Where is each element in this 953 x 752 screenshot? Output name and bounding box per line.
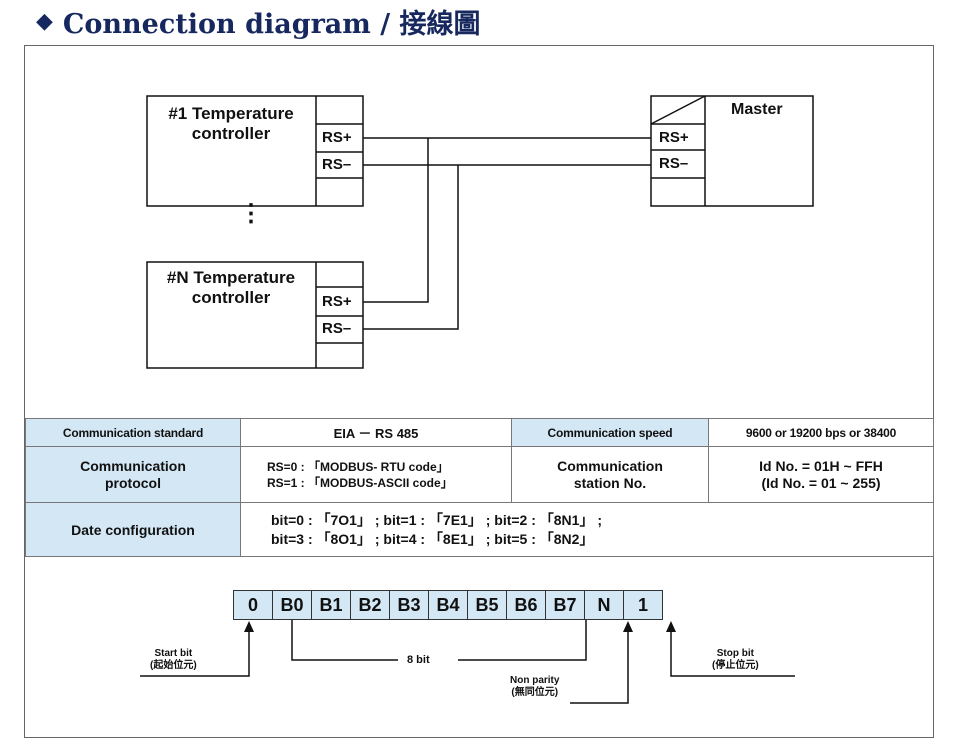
page-title: ◆ Connection diagram / 接線圖 <box>36 4 481 40</box>
master-rs-plus-label: RS+ <box>659 129 689 146</box>
controller-1-title-line2: controller <box>191 124 271 143</box>
frame-bit-b2: B2 <box>350 590 390 620</box>
rs-minus-drop-wire <box>363 165 459 330</box>
eight-bit-label: 8 bit <box>407 654 430 666</box>
spec-row-date-config: Date configuration bit=0 : 「7O1」 ; bit=1… <box>25 502 934 557</box>
master-rs-minus-label: RS– <box>659 155 689 172</box>
start-bit-label: Start bit <box>154 648 193 659</box>
date-config-label: Date configuration <box>25 502 241 557</box>
frame-bit-start: 0 <box>233 590 273 620</box>
frame-bit-b5: B5 <box>467 590 507 620</box>
controller-n-rs-plus-label: RS+ <box>322 293 352 310</box>
frame-bit-b0: B0 <box>272 590 312 620</box>
start-bit-leader <box>140 627 250 677</box>
protocol-line-2: RS=1 : 「MODBUS-ASCII code」 <box>267 475 453 490</box>
protocol-line-1: RS=0 : 「MODBUS- RTU code」 <box>267 459 449 474</box>
station-line-2: (Id No. = 01 ~ 255) <box>761 474 881 491</box>
stop-bit-label: Stop bit <box>716 648 754 659</box>
start-bit-annotation: Start bit (起始位元) <box>150 648 197 672</box>
frame-bit-stop: 1 <box>623 590 663 620</box>
master-title: Master <box>731 101 783 118</box>
date-config-line-1: bit=0 : 「7O1」 ; bit=1 : 「7E1」 ; bit=2 : … <box>271 511 603 528</box>
comm-speed-value: 9600 or 19200 bps or 38400 <box>708 418 934 447</box>
controller-1-rs-minus-label: RS– <box>322 156 352 173</box>
ellipsis-dots: ⋮ <box>239 200 263 227</box>
eight-bit-bracket-right <box>458 620 587 661</box>
spec-table: Communication standard EIA － RS 485 Comm… <box>25 418 934 557</box>
controller-n-title-line2: controller <box>191 288 271 307</box>
start-bit-arrow-icon <box>244 621 254 632</box>
controller-1-title-line1: #1 Temperature <box>168 104 294 123</box>
frame-bit-b7: B7 <box>545 590 585 620</box>
station-label: Communication station No. <box>511 446 709 503</box>
date-config-line-2: bit=3 : 「8O1」 ; bit=4 : 「8E1」 ; bit=5 : … <box>271 530 594 547</box>
title-text: Connection diagram / 接線圖 <box>62 8 481 40</box>
diagram-frame <box>24 45 934 738</box>
diamond-bullet-icon: ◆ <box>36 8 53 34</box>
stop-bit-leader <box>670 627 795 677</box>
non-parity-label-cn: (無同位元) <box>511 687 559 698</box>
controller-n-rs-minus-label: RS– <box>322 320 352 337</box>
frame-bit-b1: B1 <box>311 590 351 620</box>
controller-1-title: #1 Temperature controller <box>146 104 316 144</box>
station-line-1: Id No. = 01H ~ FFH <box>759 457 883 474</box>
master-box <box>650 95 814 207</box>
comm-speed-label: Communication speed <box>511 418 709 447</box>
non-parity-annotation: Non parity (無同位元) <box>510 675 559 699</box>
stop-bit-label-cn: (停止位元) <box>712 660 759 671</box>
rs-plus-drop-wire <box>363 138 429 303</box>
frame-bit-b3: B3 <box>389 590 429 620</box>
data-frame: 0 B0 B1 B2 B3 B4 B5 B6 B7 N 1 <box>233 590 663 620</box>
comm-standard-label: Communication standard <box>25 418 241 447</box>
eight-bit-bracket-left <box>291 620 398 661</box>
controller-n-title-line1: #N Temperature <box>166 268 296 287</box>
comm-standard-value: EIA － RS 485 <box>240 418 512 447</box>
date-config-value: bit=0 : 「7O1」 ; bit=1 : 「7E1」 ; bit=2 : … <box>240 502 934 557</box>
controller-1-box <box>146 95 364 207</box>
protocol-label: Communication protocol <box>25 446 241 503</box>
frame-bit-b4: B4 <box>428 590 468 620</box>
controller-1-rs-plus-label: RS+ <box>322 129 352 146</box>
controller-n-title: #N Temperature controller <box>146 268 316 308</box>
station-value: Id No. = 01H ~ FFH (Id No. = 01 ~ 255) <box>708 446 934 503</box>
master-diagonal <box>650 95 706 125</box>
start-bit-label-cn: (起始位元) <box>150 660 197 671</box>
stop-bit-annotation: Stop bit (停止位元) <box>712 648 759 672</box>
frame-bit-b6: B6 <box>506 590 546 620</box>
stop-bit-arrow-icon <box>666 621 676 632</box>
protocol-value: RS=0 : 「MODBUS- RTU code」 RS=1 : 「MODBUS… <box>240 446 512 503</box>
controller-n-box <box>146 261 364 369</box>
non-parity-label: Non parity <box>510 675 560 686</box>
spec-row-protocol: Communication protocol RS=0 : 「MODBUS- R… <box>25 446 934 503</box>
non-parity-arrow-icon <box>623 621 633 632</box>
frame-bit-parity: N <box>584 590 624 620</box>
spec-row-standard: Communication standard EIA － RS 485 Comm… <box>25 418 934 447</box>
non-parity-leader <box>570 627 629 704</box>
